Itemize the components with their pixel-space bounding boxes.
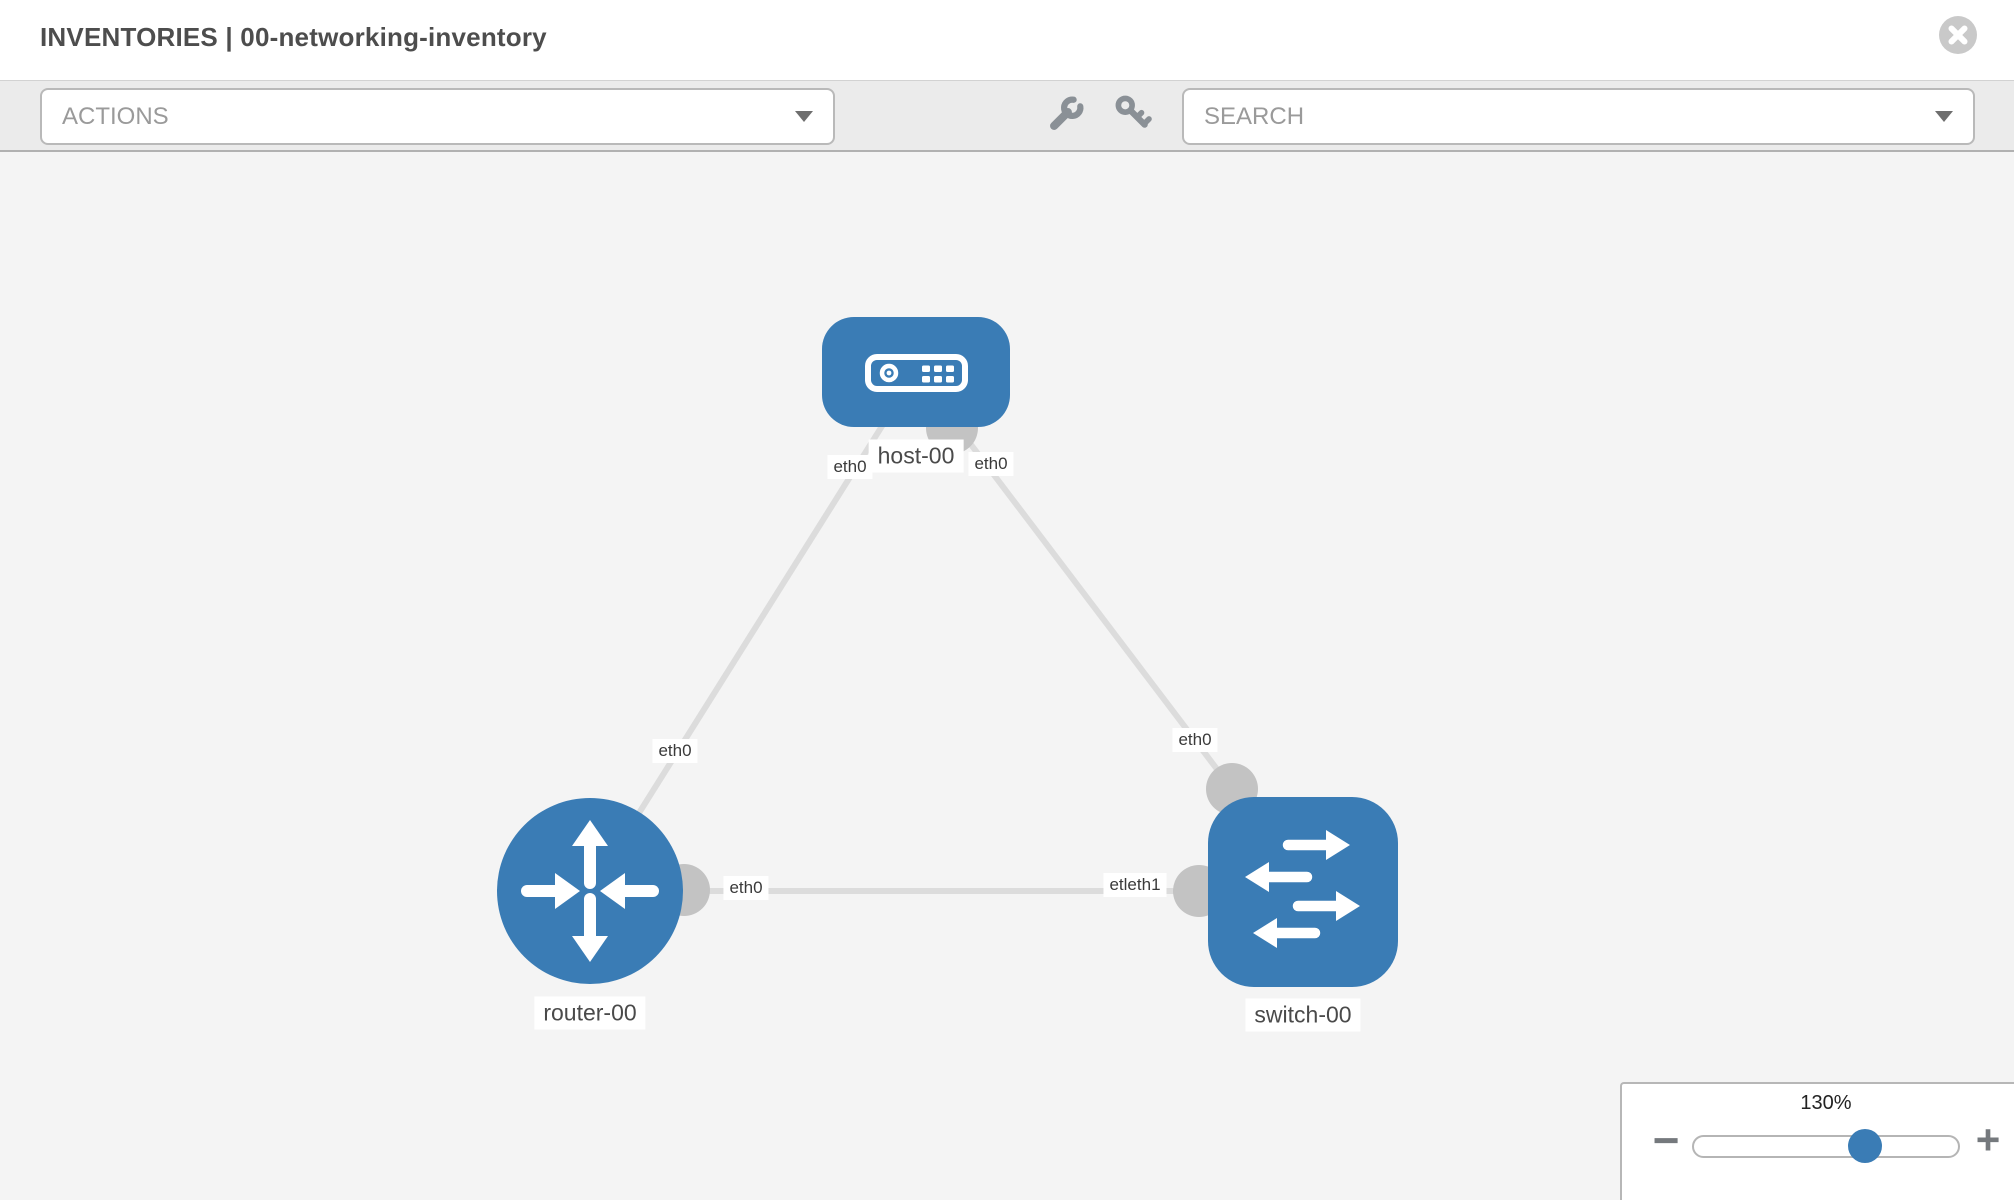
node-host-00[interactable]: [822, 317, 1010, 427]
zoom-in-button[interactable]: +: [1966, 1114, 2010, 1166]
interface-label: eth0: [827, 455, 873, 479]
wrench-icon: [1050, 96, 1084, 130]
tools-button[interactable]: [1046, 94, 1086, 137]
actions-dropdown[interactable]: ACTIONS: [40, 88, 835, 145]
interface-label: eth0: [1172, 728, 1218, 752]
switch-icon: [1245, 830, 1360, 948]
chevron-down-icon: [795, 111, 813, 122]
interface-label: eth0: [723, 876, 769, 900]
host-icon: [865, 354, 968, 392]
node-router-00[interactable]: [497, 798, 683, 984]
node-label-switch-00: switch-00: [1245, 998, 1361, 1032]
node-switch-00[interactable]: [1208, 797, 1398, 987]
close-button[interactable]: [1938, 15, 1978, 55]
toolbar: ACTIONS SEARCH: [0, 80, 2014, 152]
zoom-level: 130%: [1800, 1092, 1852, 1114]
node-label-router-00: router-00: [534, 996, 646, 1030]
zoom-slider-thumb[interactable]: [1848, 1129, 1882, 1163]
interface-label: eth0: [652, 739, 698, 763]
zoom-panel: 130% − +: [1620, 1082, 2014, 1200]
title-bar: INVENTORIES | 00-networking-inventory: [0, 0, 2014, 80]
key-icon: [1115, 95, 1152, 128]
zoom-slider[interactable]: [1692, 1129, 1960, 1163]
interface-label: eth0: [968, 452, 1014, 476]
credentials-button[interactable]: [1114, 94, 1154, 137]
close-icon: [1939, 16, 1977, 54]
chevron-down-icon: [1935, 111, 1953, 122]
page-title: INVENTORIES | 00-networking-inventory: [40, 22, 547, 52]
search-dropdown-label: SEARCH: [1204, 102, 1305, 130]
zoom-out-button[interactable]: −: [1644, 1114, 1688, 1166]
node-label-host-00: host-00: [868, 439, 964, 473]
topology-canvas[interactable]: eth0 host-00 eth0 eth0 eth0 eth0 etleth1…: [0, 152, 2014, 1200]
search-dropdown[interactable]: SEARCH: [1182, 88, 1975, 145]
router-icon: [521, 820, 659, 962]
actions-dropdown-label: ACTIONS: [62, 102, 169, 130]
interface-label: etleth1: [1103, 873, 1167, 897]
